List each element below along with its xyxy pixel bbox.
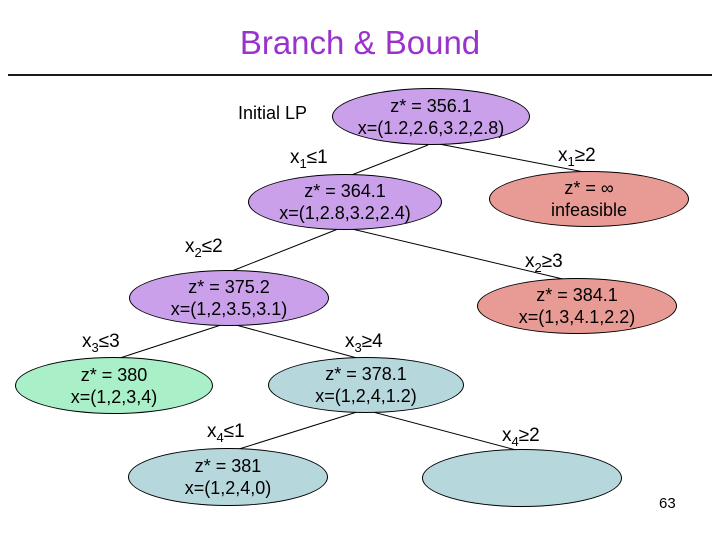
label-subscript: 2 <box>534 259 542 275</box>
node-z-value: z* = 384.1 <box>536 285 618 305</box>
label-relation: ≤1 <box>306 147 328 168</box>
label-subscript: 2 <box>194 244 202 260</box>
node-x-vector: x=(1,2,4,1.2) <box>315 386 417 406</box>
label-relation: ≥4 <box>361 331 383 352</box>
edge-root-to-364 <box>348 144 429 177</box>
tree-node-375: z* = 375.2 x=(1,2,3.5,3.1) <box>129 270 329 326</box>
label-var: x <box>290 147 300 168</box>
node-z-value: z* = 380 <box>80 364 148 385</box>
edge-378-to-381 <box>238 411 358 450</box>
label-var: x <box>345 331 355 352</box>
node-z-value: z* = 364.1 <box>304 181 386 201</box>
edge-label-x1-le1: x1≤1 <box>290 147 328 171</box>
initial-lp-label: Initial LP <box>238 103 308 123</box>
page-number: 63 <box>659 495 676 512</box>
label-var: x <box>558 145 568 166</box>
node-x-vector: x=(1,2.8,3.2,2.4) <box>279 203 411 223</box>
tree-node-empty <box>422 449 622 507</box>
label-relation: ≥3 <box>541 251 563 272</box>
edge-364-to-375 <box>231 228 339 272</box>
edge-label-x4-ge2: x4≥2 <box>502 425 540 449</box>
tree-node-infeasible: z* = ∞ infeasible <box>489 171 689 227</box>
node-z-value: z* = 381 <box>194 456 262 476</box>
edge-label-x2-ge3: x2≥3 <box>525 251 563 275</box>
label-subscript: 3 <box>91 339 99 355</box>
node-z-value: z* = 375.2 <box>188 277 270 297</box>
tree-node-381: z* = 381 x=(1,2,4,0) <box>128 448 328 506</box>
label-relation: ≥2 <box>574 145 596 166</box>
node-x-vector: x=(1,2,4,0) <box>184 478 272 498</box>
label-subscript: 3 <box>354 339 362 355</box>
edge-label-x2-le2: x2≤2 <box>185 236 223 260</box>
label-relation: ≤2 <box>201 236 223 257</box>
label-relation: ≤1 <box>223 421 245 442</box>
label-subscript: 4 <box>216 429 224 445</box>
node-z-value: z* = 356.1 <box>390 95 472 116</box>
node-x-vector: x=(1,2,3.5,3.1) <box>170 299 288 319</box>
label-var: x <box>207 421 217 442</box>
node-z-value: z* = 378.1 <box>325 364 407 384</box>
tree-node-384: z* = 384.1 x=(1,3,4.1,2.2) <box>477 278 677 334</box>
label-subscript: 4 <box>511 433 519 449</box>
label-var: x <box>185 236 195 257</box>
node-x-vector: x=(1,3,4.1,2.2) <box>518 307 636 327</box>
node-x-vector: x=(1,2,3,4) <box>70 386 158 407</box>
label-subscript: 1 <box>299 155 307 171</box>
edge-label-x1-ge2: x1≥2 <box>558 145 596 169</box>
tree-node-364: z* = 364.1 x=(1,2.8,3.2,2.4) <box>248 174 442 230</box>
edge-label-x3-le3: x3≤3 <box>82 331 120 355</box>
label-relation: ≤3 <box>98 331 120 352</box>
tree-node-380: z* = 380 x=(1,2,3,4) <box>15 357 213 414</box>
node-status: infeasible <box>550 200 628 220</box>
tree-node-root: z* = 356.1 x=(1.2,2.6,3.2,2.8) <box>332 88 530 145</box>
edge-label-x4-le1: x4≤1 <box>207 421 245 445</box>
label-var: x <box>525 251 535 272</box>
edge-375-to-380 <box>119 324 222 359</box>
slide-title: Branch & Bound <box>239 24 481 61</box>
title-divider <box>8 74 712 76</box>
label-var: x <box>82 331 92 352</box>
node-z-value: z* = ∞ <box>564 178 614 198</box>
tree-node-378: z* = 378.1 x=(1,2,4,1.2) <box>268 357 464 413</box>
label-var: x <box>502 425 512 446</box>
edge-label-x3-ge4: x3≥4 <box>345 331 383 355</box>
edge-378-to-empty <box>372 411 517 451</box>
edge-375-to-378 <box>235 324 358 359</box>
node-x-vector: x=(1.2,2.6,3.2,2.8) <box>357 117 505 138</box>
label-subscript: 1 <box>567 153 575 169</box>
label-relation: ≥2 <box>518 425 540 446</box>
